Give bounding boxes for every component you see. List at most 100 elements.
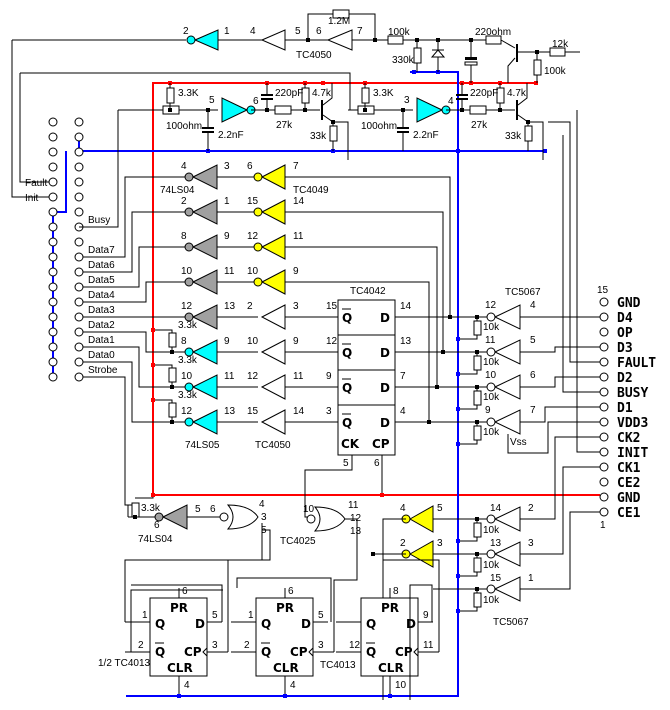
output-pin-label: CE2 xyxy=(617,476,640,491)
vss-label: Vss xyxy=(510,437,527,448)
connector-pin-right[interactable] xyxy=(74,267,84,277)
output-pin[interactable] xyxy=(599,417,609,427)
connector-label: Data1 xyxy=(88,335,115,346)
output-pin[interactable] xyxy=(599,492,609,502)
output-pin[interactable] xyxy=(599,327,609,337)
connector-pin-right[interactable] xyxy=(74,192,84,202)
connector-pin-left[interactable] xyxy=(48,357,58,367)
ff-q-label: Q xyxy=(155,617,165,631)
connector-pin-right[interactable] xyxy=(74,297,84,307)
resistor xyxy=(469,105,487,115)
output-pin[interactable] xyxy=(599,387,609,397)
pin-number: 11 xyxy=(224,371,235,382)
pin-number: 13 xyxy=(224,301,236,312)
connector-pin-left[interactable] xyxy=(48,207,58,217)
pin-number: 8 xyxy=(181,231,187,242)
connector-pin-right[interactable] xyxy=(74,327,84,337)
output-pin[interactable] xyxy=(599,312,609,322)
pin-number: 3 xyxy=(318,640,324,651)
output-pin[interactable] xyxy=(599,507,609,517)
connector-label: Data0 xyxy=(88,350,115,361)
inverter-74ls04 xyxy=(191,164,218,190)
connector-pin-left[interactable] xyxy=(48,312,58,322)
ff-clr-label: CLR xyxy=(167,661,193,675)
output-pin[interactable] xyxy=(599,372,609,382)
connector-pin-left[interactable] xyxy=(48,147,58,157)
output-pin[interactable] xyxy=(599,297,609,307)
connector-pin-right[interactable] xyxy=(74,312,84,322)
connector-pin-left[interactable] xyxy=(48,132,58,142)
part-name: TC4013 xyxy=(320,660,356,671)
resistor-value: 100ohm xyxy=(361,121,397,132)
connector-pin-right[interactable] xyxy=(74,132,84,142)
output-pin[interactable] xyxy=(599,402,609,412)
connector-pin-left[interactable] xyxy=(48,237,58,247)
wire xyxy=(517,83,528,106)
connector-pin-left[interactable] xyxy=(48,282,58,292)
inverter-bubble xyxy=(154,512,164,522)
buffer-tc5067 xyxy=(493,541,521,567)
pin-number: 5 xyxy=(437,503,443,514)
inverter-74ls04 xyxy=(161,504,188,530)
diode-icon xyxy=(430,49,446,58)
connector-pin-right[interactable] xyxy=(74,342,84,352)
wire xyxy=(131,584,223,622)
inverter-bubble xyxy=(486,584,496,594)
connector-pin-right[interactable] xyxy=(74,177,84,187)
connector-pin-right[interactable] xyxy=(74,372,84,382)
wire xyxy=(458,370,478,375)
resistor-value: 4.7k xyxy=(312,88,332,99)
wire xyxy=(83,376,135,506)
connector-label: Data7 xyxy=(88,245,115,256)
pin-number: 9 xyxy=(224,231,230,242)
output-pin-label: D2 xyxy=(617,371,633,386)
ff-qbar-label: Q xyxy=(155,645,165,659)
pin-number: 3 xyxy=(404,95,410,106)
resistor xyxy=(473,592,482,608)
connector-pin-right[interactable] xyxy=(74,282,84,292)
pin-number: 10 xyxy=(303,504,315,515)
output-pin[interactable] xyxy=(599,342,609,352)
wire xyxy=(562,135,600,393)
ff-cp-label: CP xyxy=(290,645,308,659)
connector-pin-left[interactable] xyxy=(48,222,58,232)
connector-pin-right[interactable] xyxy=(74,237,84,247)
connector-pin-right[interactable] xyxy=(74,162,84,172)
inverter-tc4049 xyxy=(260,199,286,225)
connector-pin-right[interactable] xyxy=(74,147,84,157)
connector-pin-left[interactable] xyxy=(48,252,58,262)
ff-qbar-label: Q xyxy=(366,645,376,659)
resistor xyxy=(473,390,482,406)
wire xyxy=(285,176,451,317)
connector-pin-left[interactable] xyxy=(48,117,58,127)
output-pin[interactable] xyxy=(599,447,609,457)
pin-number: 14 xyxy=(293,196,305,207)
connector-pin-left[interactable] xyxy=(48,297,58,307)
inverter-tc4049 xyxy=(260,164,286,190)
output-pin[interactable] xyxy=(599,477,609,487)
connector-pin-left[interactable] xyxy=(48,342,58,352)
output-pin[interactable] xyxy=(599,462,609,472)
inverter-bubble xyxy=(253,242,263,252)
connector-pin-right[interactable] xyxy=(74,117,84,127)
buffer-tc4050 xyxy=(260,374,286,400)
connector-pin-left[interactable] xyxy=(48,162,58,172)
output-pin[interactable] xyxy=(599,432,609,442)
connector-pin-right[interactable] xyxy=(74,252,84,262)
connector-pin-left[interactable] xyxy=(48,327,58,337)
connector-pin-left[interactable] xyxy=(48,267,58,277)
connector-pin-right[interactable] xyxy=(74,357,84,367)
pin-number: 3 xyxy=(293,301,299,312)
inverter-bubble xyxy=(486,347,496,357)
resistor-value: 33k xyxy=(310,131,327,142)
junction-dot xyxy=(412,70,416,74)
connector-pin-left[interactable] xyxy=(48,372,58,382)
connector-pin-left[interactable] xyxy=(48,192,58,202)
flipflop-tc4013 xyxy=(360,597,419,677)
connector-pin-left[interactable] xyxy=(48,177,58,187)
connector-label: Busy xyxy=(88,215,110,226)
connector-pin-right[interactable] xyxy=(74,207,84,217)
wire xyxy=(79,110,119,228)
output-pin[interactable] xyxy=(599,357,609,367)
